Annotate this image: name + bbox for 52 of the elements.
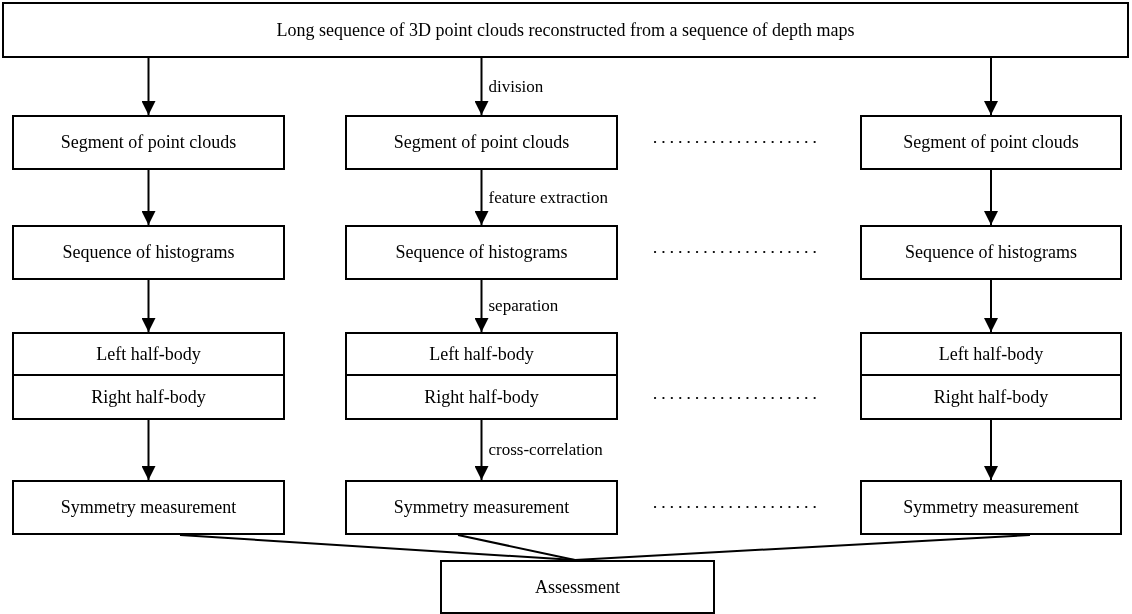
process-box bbox=[860, 332, 1122, 376]
arrow bbox=[984, 57, 998, 116]
process-box bbox=[440, 560, 715, 614]
box-label: Assessment bbox=[535, 575, 620, 599]
box-label: Right half-body bbox=[933, 385, 1049, 409]
arrow bbox=[141, 57, 156, 116]
process-box bbox=[345, 374, 618, 420]
process-box bbox=[12, 115, 285, 170]
process-box bbox=[12, 374, 285, 420]
box-label: Left half-body bbox=[96, 342, 201, 366]
process-box bbox=[860, 115, 1122, 170]
box-label: Sequence of histograms bbox=[905, 241, 1077, 264]
box-label: Left half-body bbox=[429, 342, 534, 366]
process-box bbox=[860, 480, 1122, 535]
box-label: Symmetry measurement bbox=[903, 496, 1079, 519]
box-label: Segment of point clouds bbox=[393, 131, 570, 154]
box-label: Left half-body bbox=[938, 342, 1044, 366]
arrow bbox=[474, 419, 489, 481]
process-box bbox=[345, 480, 618, 535]
box-label: Symmetry measurement bbox=[60, 496, 237, 519]
box-label: Sequence of histograms bbox=[62, 241, 235, 264]
box-label: Segment of point clouds bbox=[60, 131, 237, 154]
arrow bbox=[984, 169, 998, 226]
edge-label: division bbox=[486, 77, 546, 95]
process-box bbox=[860, 225, 1122, 280]
arrow bbox=[474, 57, 489, 116]
box-label: Long sequence of 3D point clouds reconstructed from a sequence of depth maps bbox=[276, 18, 855, 42]
process-box bbox=[345, 225, 618, 280]
edge-label: cross-correlation bbox=[486, 441, 605, 458]
arrow bbox=[141, 279, 156, 333]
box-label: Sequence of histograms bbox=[395, 241, 568, 264]
process-box bbox=[345, 332, 618, 376]
box-label: Right half-body bbox=[424, 385, 539, 409]
process-box bbox=[12, 225, 285, 280]
process-box bbox=[12, 332, 285, 376]
process-box bbox=[345, 115, 618, 170]
arrow bbox=[474, 279, 489, 333]
connector-line bbox=[574, 534, 1031, 561]
arrow bbox=[141, 169, 156, 226]
arrow bbox=[141, 419, 156, 481]
arrow bbox=[474, 169, 489, 226]
process-box bbox=[860, 374, 1122, 420]
arrow bbox=[984, 279, 998, 333]
connector-line bbox=[457, 534, 576, 561]
box-label: Segment of point clouds bbox=[903, 131, 1079, 154]
arrow bbox=[984, 419, 998, 481]
box-label: Right half-body bbox=[91, 385, 206, 409]
process-box bbox=[2, 2, 1129, 58]
process-box bbox=[12, 480, 285, 535]
edge-label: separation bbox=[486, 297, 561, 314]
box-label: Symmetry measurement bbox=[393, 496, 570, 519]
edge-label: feature extraction bbox=[486, 188, 610, 206]
